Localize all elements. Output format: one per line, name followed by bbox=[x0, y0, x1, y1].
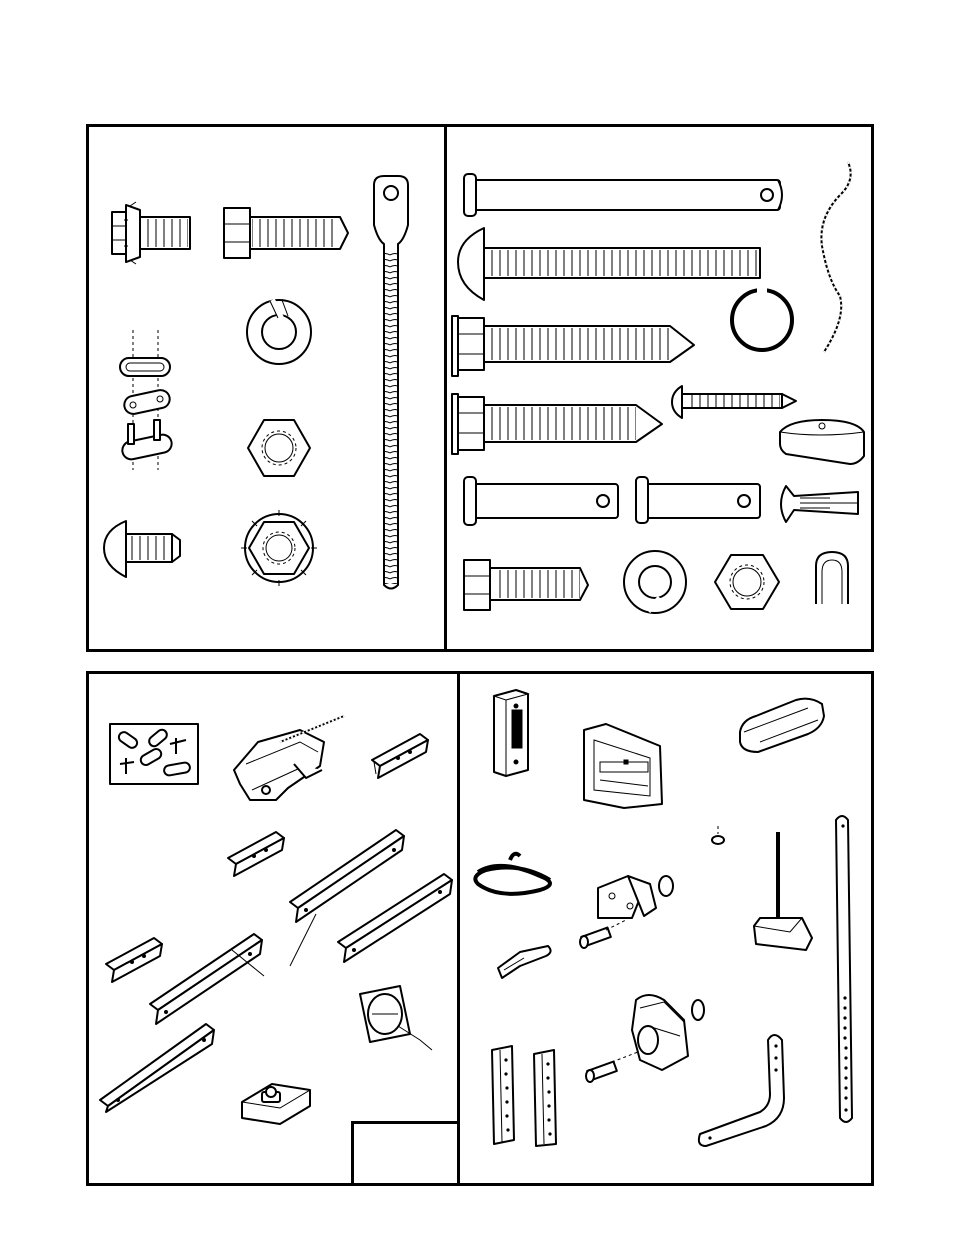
wall-console bbox=[584, 724, 662, 808]
door-control-button bbox=[494, 690, 528, 776]
angle-bracket-right bbox=[534, 1050, 556, 1146]
curved-door-arm bbox=[699, 1035, 784, 1146]
safety-sensor-post bbox=[754, 832, 812, 950]
sprocket-block bbox=[242, 1084, 310, 1124]
perforated-strap-long bbox=[836, 816, 852, 1122]
rail-bracket-3 bbox=[106, 938, 162, 982]
lag-screw-1 bbox=[452, 316, 694, 376]
rail-section-4 bbox=[100, 1024, 214, 1112]
hex-nut bbox=[248, 420, 310, 476]
retaining-ring bbox=[732, 290, 792, 350]
master-link-parts bbox=[120, 330, 173, 470]
rail-bracket-1 bbox=[372, 734, 428, 778]
rail-bracket-2 bbox=[228, 832, 284, 876]
drywall-anchor bbox=[781, 486, 858, 522]
release-handle bbox=[498, 946, 551, 978]
idler-pulley bbox=[360, 986, 432, 1050]
angle-bracket-left bbox=[492, 1046, 514, 1144]
lock-washer-large bbox=[624, 551, 686, 613]
master-link-set bbox=[110, 724, 198, 784]
remote-control bbox=[740, 699, 824, 752]
carriage-bolt-long bbox=[458, 228, 760, 300]
clevis-pin-short-2 bbox=[636, 477, 760, 523]
lag-screw-2 bbox=[452, 394, 662, 454]
hex-bolt-with-star-washer bbox=[112, 202, 190, 264]
door-bracket bbox=[580, 876, 673, 948]
clevis-pin-long bbox=[464, 174, 782, 216]
header-bracket bbox=[586, 995, 704, 1082]
leader-line-1 bbox=[290, 914, 316, 966]
trolley bbox=[234, 716, 344, 800]
rail-section-3 bbox=[150, 934, 262, 1024]
rail-section-2 bbox=[338, 874, 452, 962]
bell-wire bbox=[475, 854, 550, 894]
star-lock-nut bbox=[241, 510, 317, 586]
hex-bolt-short bbox=[464, 560, 588, 610]
pan-head-screw bbox=[672, 386, 796, 418]
hex-bolt bbox=[224, 208, 348, 258]
threaded-rod-with-eye bbox=[374, 176, 408, 589]
wedge-block bbox=[780, 420, 864, 464]
cable bbox=[821, 162, 850, 352]
small-washer bbox=[712, 826, 724, 844]
wire-clip bbox=[816, 552, 848, 604]
rail-section-1 bbox=[290, 830, 404, 922]
clevis-pin-short-1 bbox=[464, 477, 618, 525]
carriage-bolt bbox=[104, 521, 180, 577]
hex-nut-large bbox=[715, 555, 779, 609]
lock-washer bbox=[247, 300, 311, 364]
